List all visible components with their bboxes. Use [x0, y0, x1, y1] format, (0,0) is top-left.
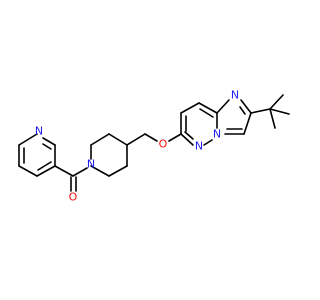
bond [269, 108, 290, 115]
bond [18, 165, 38, 177]
bond [126, 133, 146, 146]
bond [269, 108, 276, 129]
piperidine-ring [90, 133, 128, 177]
bond [54, 165, 74, 177]
bond [203, 139, 213, 146]
atom-label-o-carbonyl: O [69, 191, 78, 204]
atom-label-n-pyridine: N [35, 125, 43, 138]
pyridazine-ring [180, 102, 218, 146]
molecule-structure: N O N O N N N [18, 89, 290, 204]
atom-label-n-piperidine: N [87, 158, 95, 171]
bond [18, 133, 38, 146]
atom-label-o-ether: O [159, 138, 168, 151]
bond [180, 133, 194, 146]
bond [108, 165, 128, 177]
bond [42, 137, 56, 146]
molecule-canvas: N O N O N N N [18, 89, 290, 204]
bond [184, 131, 194, 140]
atom-label-n-bridgehead: N [213, 128, 221, 141]
atom-labels: N O N O N N N [35, 89, 239, 204]
bond [72, 167, 88, 177]
bond [36, 165, 56, 177]
bond [168, 133, 182, 142]
bond [269, 94, 284, 110]
bond [144, 133, 158, 142]
bond [240, 99, 252, 114]
tert-butyl-group [250, 94, 290, 129]
imidazole-ring [216, 99, 252, 135]
bond [37, 161, 52, 171]
bond [239, 106, 246, 115]
bond [243, 112, 252, 135]
methoxy-linker [126, 133, 182, 146]
atom-label-n-imidazole: N [231, 89, 239, 102]
bond [250, 108, 271, 114]
bond [90, 133, 110, 146]
bond [216, 99, 230, 114]
bond [90, 165, 110, 177]
pyridine-ring [18, 133, 56, 177]
bond [42, 143, 52, 150]
carbonyl-group [54, 165, 88, 192]
bond [198, 102, 218, 114]
bond [199, 108, 214, 118]
bond [108, 133, 128, 146]
atom-label-n-pyridazine: N [195, 140, 203, 153]
bond [180, 102, 200, 114]
